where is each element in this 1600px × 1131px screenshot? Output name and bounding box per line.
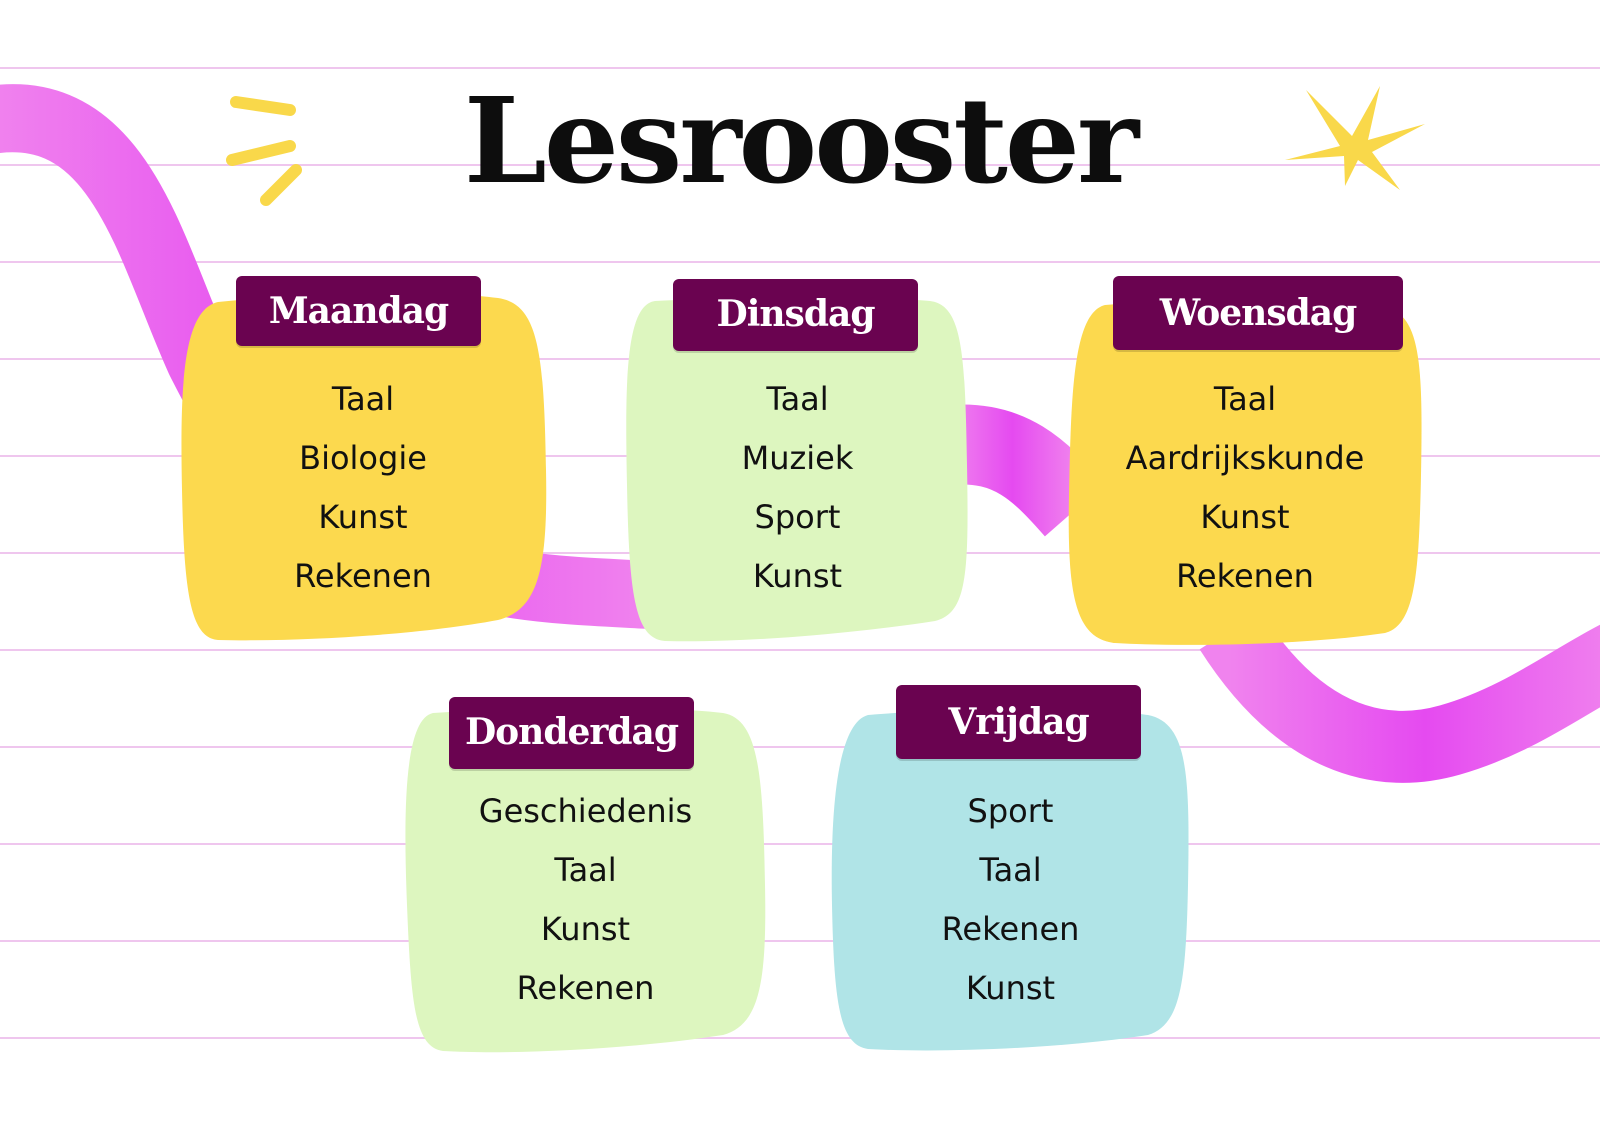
star-icon [1285,86,1425,190]
day-card-vrijdag: Vrijdag Sport Taal Rekenen Kunst [828,685,1193,1055]
subject-item: Kunst [752,557,843,595]
subject-item: Rekenen [1176,557,1314,595]
day-label-maandag: Maandag [236,276,481,346]
subject-item: Sport [967,792,1054,830]
subject-list: Geschiedenis Taal Kunst Rekenen [403,782,768,1018]
subject-item: Taal [331,380,395,418]
card-background [405,707,766,1053]
day-card-dinsdag: Dinsdag Taal Muziek Sport Kunst [625,279,970,645]
subject-item: Geschiedenis [478,792,693,830]
subject-item: Taal [1213,380,1277,418]
subject-item: Taal [554,851,617,889]
subject-item: Muziek [741,439,854,477]
day-card-maandag: Maandag Taal Biologie Kunst Rekenen [178,276,548,645]
card-background [181,293,547,641]
day-label-dinsdag: Dinsdag [673,279,918,351]
subject-item: Kunst [1200,498,1290,536]
subject-item: Rekenen [294,557,432,595]
subject-list: Taal Biologie Kunst Rekenen [178,370,548,606]
subject-list: Sport Taal Rekenen Kunst [828,782,1193,1018]
subject-item: Kunst [318,498,408,536]
subject-item: Taal [979,851,1042,889]
ribbon-middle [946,404,1106,537]
card-background [831,708,1189,1051]
day-card-woensdag: Woensdag Taal Aardrijkskunde Kunst Reken… [1065,276,1425,650]
subject-item: Kunst [540,910,631,948]
subject-item: Biologie [299,439,427,477]
subject-item: Rekenen [941,910,1080,948]
day-label-woensdag: Woensdag [1113,276,1403,350]
page-title: Lesrooster [463,71,1139,210]
card-background [1068,298,1422,645]
subject-item: Rekenen [516,969,655,1007]
ribbon-right [1199,610,1600,783]
subject-item: Kunst [965,969,1056,1007]
day-card-donderdag: Donderdag Geschiedenis Taal Kunst Rekene… [403,697,768,1055]
subject-item: Sport [754,498,841,536]
day-label-donderdag: Donderdag [449,697,694,769]
sparkle-dashes-icon [226,96,302,206]
subject-item: Taal [766,380,829,418]
day-label-vrijdag: Vrijdag [896,685,1141,759]
subject-list: Taal Muziek Sport Kunst [625,370,970,606]
card-background [626,297,968,642]
subject-item: Aardrijkskunde [1125,439,1365,477]
subject-list: Taal Aardrijkskunde Kunst Rekenen [1065,370,1425,606]
